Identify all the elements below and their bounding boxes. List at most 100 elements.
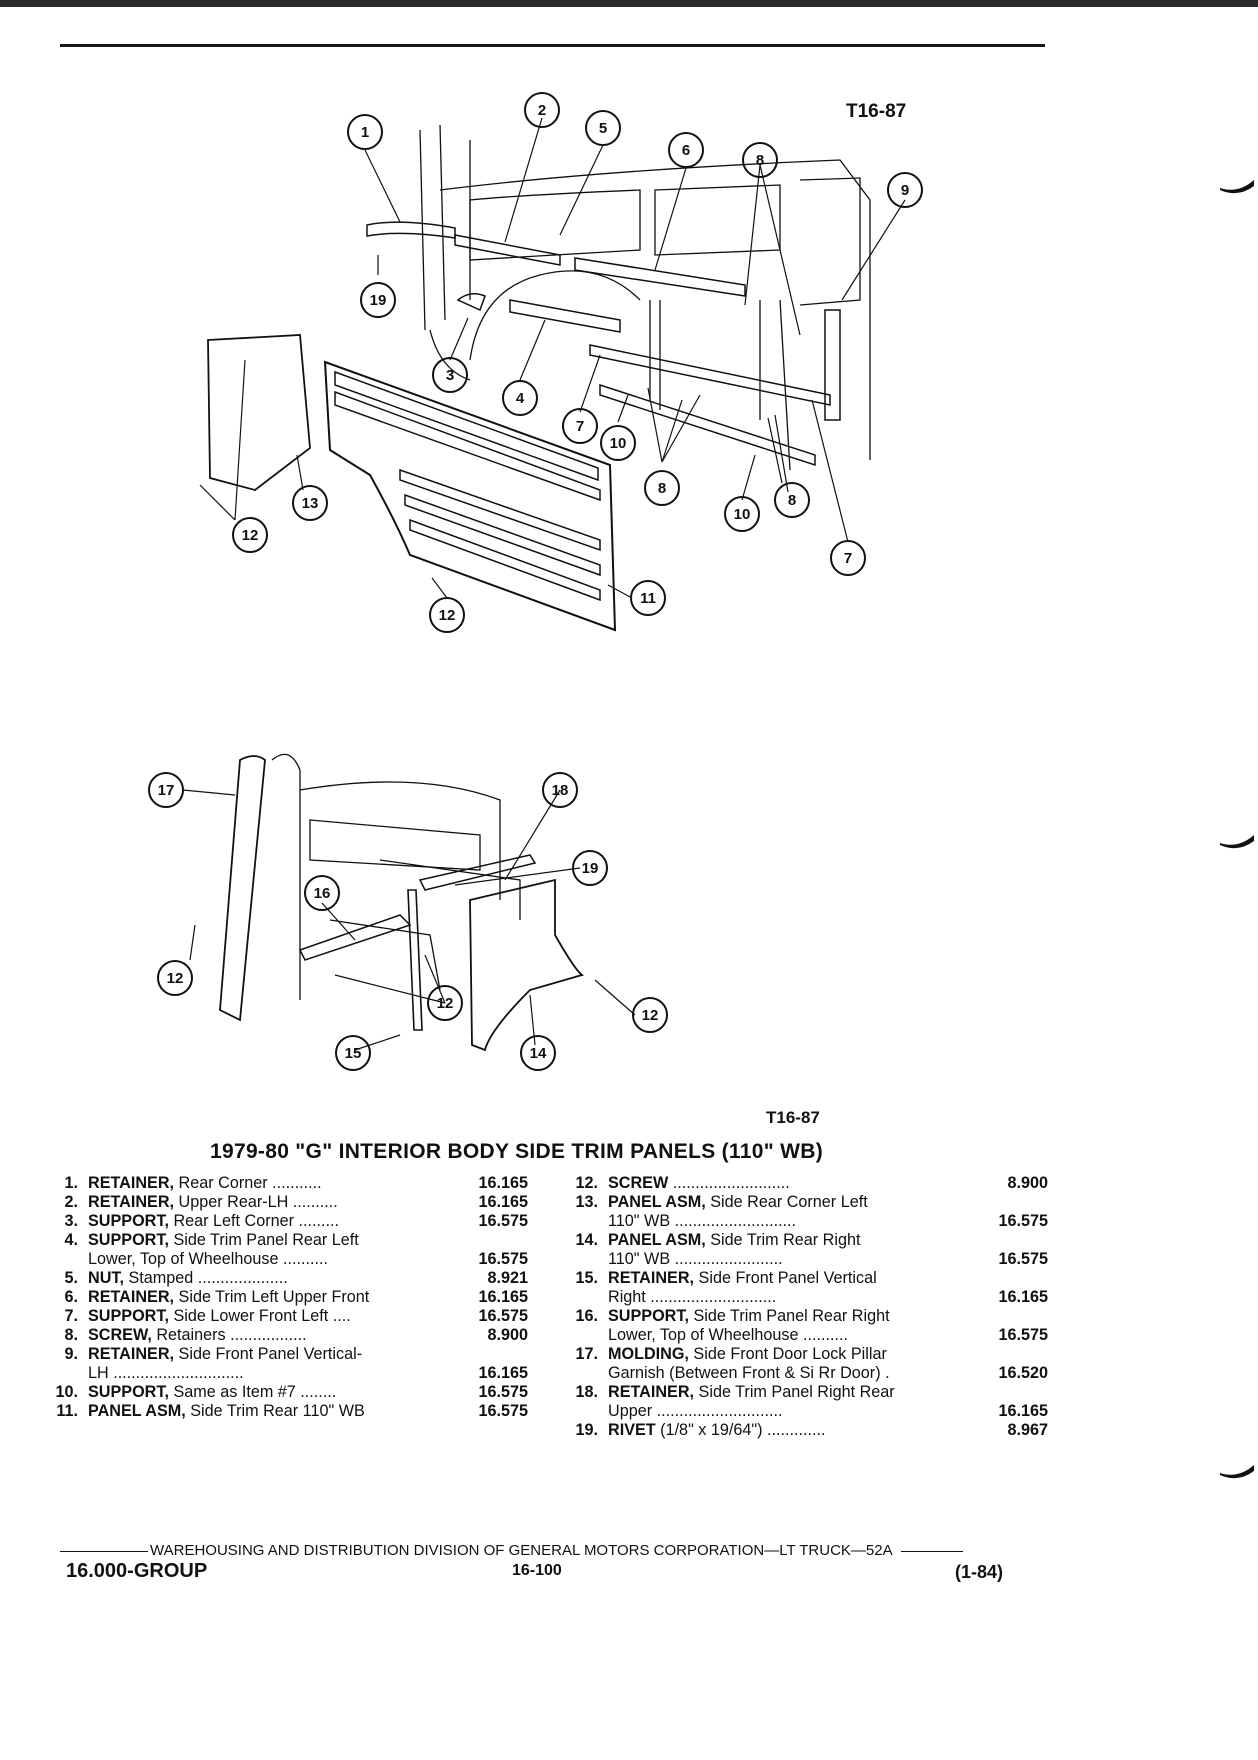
part-name: NUT,	[88, 1269, 124, 1287]
callout-12d-number: 12	[437, 995, 454, 1012]
parts-row: 3.SUPPORT, Rear Left Corner .........16.…	[38, 1212, 528, 1231]
part-detail: Side Trim Rear Right	[705, 1231, 861, 1249]
binder-tab-mark	[1220, 835, 1254, 849]
parts-row: 9. RETAINER, Side Front Panel Vertical-	[38, 1345, 528, 1364]
part-number: 15.	[575, 1269, 598, 1287]
rear-right-upper-retainer	[418, 854, 537, 891]
parts-list-left: 1.RETAINER, Rear Corner ...........16.16…	[38, 1174, 528, 1421]
part-description: SUPPORT, Rear Left Corner .........	[88, 1212, 339, 1231]
parts-row: 5.NUT, Stamped ....................8.921	[38, 1269, 528, 1288]
callout-12a-number: 12	[242, 527, 259, 544]
part-description: Right ............................	[608, 1288, 776, 1307]
part-number: 18.	[575, 1383, 598, 1401]
callout-13	[292, 485, 328, 521]
callout-12c	[157, 960, 193, 996]
parts-row: 110" WB ...........................16.57…	[558, 1212, 1048, 1231]
side-trim-rear-right-panel	[469, 878, 585, 1052]
callout-18	[542, 772, 578, 808]
part-detail: 110" WB ...........................	[608, 1212, 797, 1230]
callout-18-number: 18	[552, 782, 569, 799]
callout-11	[630, 580, 666, 616]
callout-7b	[830, 540, 866, 576]
part-name: RETAINER,	[88, 1288, 175, 1306]
footer-dash-right	[900, 1550, 963, 1552]
parts-row: 18.RETAINER, Side Trim Panel Right Rear	[558, 1383, 1048, 1402]
part-description: Garnish (Between Front & Si Rr Door) .	[608, 1364, 890, 1383]
group-code: 8.900	[1007, 1174, 1048, 1192]
part-detail: Lower, Top of Wheelhouse ..........	[608, 1326, 848, 1344]
parts-row: 12.SCREW ..........................8.900	[558, 1174, 1048, 1193]
callout-1	[347, 114, 383, 150]
side-front-vertical-retainer	[407, 889, 423, 1031]
part-name: SCREW	[608, 1174, 669, 1192]
part-name: RETAINER,	[88, 1174, 175, 1192]
parts-row: Upper ............................16.165	[558, 1402, 1048, 1421]
rear-corner-panel	[207, 334, 311, 491]
part-description: RETAINER, Side Trim Left Upper Front	[88, 1288, 369, 1307]
part-description: 110" WB ........................	[608, 1250, 783, 1269]
callout-19a-number: 19	[370, 292, 387, 309]
lower-body-frame	[271, 753, 521, 1000]
scan-top-edge	[0, 0, 1258, 7]
callout-8a	[742, 142, 778, 178]
parts-row: 8.SCREW, Retainers .................8.90…	[38, 1326, 528, 1345]
group-code: 16.165	[478, 1288, 528, 1306]
parts-row: 10.SUPPORT, Same as Item #7 ........16.5…	[38, 1383, 528, 1402]
group-code: 8.921	[487, 1269, 528, 1287]
side-trim-rear-panel	[323, 360, 617, 632]
part-description: SUPPORT, Side Lower Front Left ....	[88, 1307, 351, 1326]
parts-row: 2.RETAINER, Upper Rear-LH ..........16.1…	[38, 1193, 528, 1212]
part-name: RETAINER,	[88, 1193, 175, 1211]
callout-12e	[632, 997, 668, 1033]
parts-list-right: 12.SCREW ..........................8.900…	[558, 1174, 1048, 1440]
part-number: 10.	[55, 1383, 78, 1401]
parts-row: 110" WB ........................16.575	[558, 1250, 1048, 1269]
part-description: SUPPORT, Side Trim Panel Rear Right	[608, 1307, 890, 1326]
parts-row: Garnish (Between Front & Si Rr Door) .16…	[558, 1364, 1048, 1383]
part-detail: (1/8" x 19/64") .............	[655, 1421, 826, 1439]
part-number: 14.	[575, 1231, 598, 1249]
callout-16	[304, 875, 340, 911]
part-name: SUPPORT,	[608, 1307, 689, 1325]
footer-division-line: WAREHOUSING AND DISTRIBUTION DIVISION OF…	[60, 1542, 963, 1559]
part-number: 19.	[575, 1421, 598, 1439]
part-detail: Lower, Top of Wheelhouse ..........	[88, 1250, 328, 1268]
part-detail: 110" WB ........................	[608, 1250, 783, 1268]
callout-15-number: 15	[345, 1045, 362, 1062]
group-code: 16.575	[478, 1250, 528, 1268]
part-description: SUPPORT, Side Trim Panel Rear Left	[88, 1231, 359, 1250]
callout-9-number: 9	[901, 182, 909, 199]
part-detail: LH .............................	[88, 1364, 244, 1382]
callout-6-number: 6	[682, 142, 690, 159]
part-detail: Side Trim Panel Right Rear	[694, 1383, 895, 1401]
header-rule	[60, 44, 1045, 47]
footer-page-number: 16-100	[512, 1562, 562, 1579]
part-description: MOLDING, Side Front Door Lock Pillar	[608, 1345, 887, 1364]
part-name: SUPPORT,	[88, 1307, 169, 1325]
part-number: 13.	[575, 1193, 598, 1211]
part-number: 9.	[64, 1345, 78, 1363]
part-description: RETAINER, Upper Rear-LH ..........	[88, 1193, 338, 1212]
part-description: PANEL ASM, Side Rear Corner Left	[608, 1193, 868, 1212]
part-description: Upper ............................	[608, 1402, 783, 1421]
part-description: RETAINER, Side Front Panel Vertical-	[88, 1345, 362, 1364]
part-description: SCREW, Retainers .................	[88, 1326, 307, 1345]
part-name: RETAINER,	[608, 1269, 695, 1287]
figure-reference-bottom: T16-87	[766, 1108, 820, 1127]
callout-2-number: 2	[538, 102, 546, 119]
callout-10a-number: 10	[610, 435, 627, 452]
part-description: PANEL ASM, Side Trim Rear Right	[608, 1231, 860, 1250]
parts-list-title: 1979-80 "G" INTERIOR BODY SIDE TRIM PANE…	[210, 1140, 823, 1163]
callout-9	[887, 172, 923, 208]
callout-8a-number: 8	[756, 152, 764, 169]
callout-10b-number: 10	[734, 506, 751, 523]
part-number: 6.	[64, 1288, 78, 1306]
group-code: 16.165	[998, 1288, 1048, 1306]
part-description: NUT, Stamped ....................	[88, 1269, 288, 1288]
parts-row: LH .............................16.165	[38, 1364, 528, 1383]
part-number: 2.	[64, 1193, 78, 1211]
part-detail: Side Trim Rear 110" WB	[185, 1402, 365, 1420]
callout-16-number: 16	[314, 885, 331, 902]
parts-row: Lower, Top of Wheelhouse ..........16.57…	[558, 1326, 1048, 1345]
